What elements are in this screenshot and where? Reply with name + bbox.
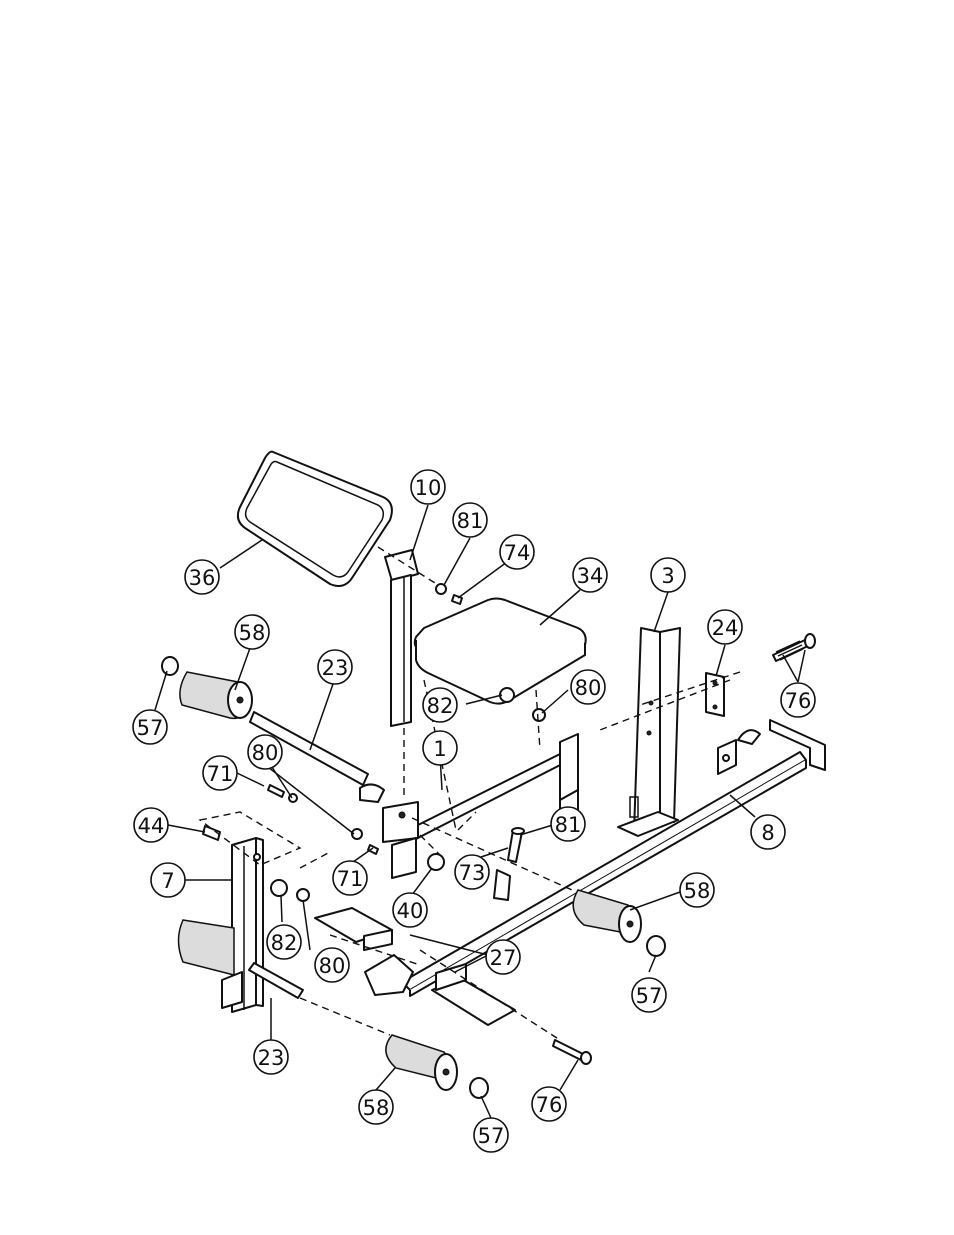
svg-text:36: 36 xyxy=(189,566,216,590)
main-seat-frame xyxy=(382,733,579,879)
arm-pad xyxy=(236,450,393,587)
callout-71: 71 xyxy=(332,860,368,896)
svg-text:74: 74 xyxy=(504,541,531,565)
svg-text:7: 7 xyxy=(161,869,174,893)
svg-text:1: 1 xyxy=(433,737,446,761)
foam-roller-right xyxy=(572,889,666,957)
svg-text:57: 57 xyxy=(478,1124,505,1148)
svg-text:24: 24 xyxy=(712,616,739,640)
callout-23: 23 xyxy=(253,1039,289,1075)
callout-57: 57 xyxy=(132,709,168,745)
callout-81: 81 xyxy=(452,502,488,538)
svg-text:81: 81 xyxy=(555,813,582,837)
foot-plates xyxy=(314,907,516,1026)
callout-74: 74 xyxy=(499,534,535,570)
svg-text:23: 23 xyxy=(258,1046,285,1070)
svg-text:80: 80 xyxy=(252,741,279,765)
callout-34: 34 xyxy=(572,557,608,593)
callout-7: 7 xyxy=(150,862,186,898)
svg-text:73: 73 xyxy=(459,861,486,885)
foam-roller-front-left xyxy=(177,919,235,976)
svg-text:34: 34 xyxy=(577,564,604,588)
upright-post xyxy=(617,627,681,837)
svg-text:58: 58 xyxy=(684,879,711,903)
svg-text:3: 3 xyxy=(661,564,674,588)
callout-58: 58 xyxy=(234,614,270,650)
callout-10: 10 xyxy=(410,469,446,505)
callout-82: 82 xyxy=(266,924,302,960)
svg-text:10: 10 xyxy=(415,476,442,500)
callout-1: 1 xyxy=(422,730,458,766)
callout-36: 36 xyxy=(184,559,220,595)
arm-pad-post xyxy=(384,549,419,727)
svg-text:57: 57 xyxy=(636,984,663,1008)
rear-base-frame xyxy=(401,719,826,997)
callout-40: 40 xyxy=(392,892,428,928)
svg-text:44: 44 xyxy=(138,814,165,838)
callout-82: 82 xyxy=(422,687,458,723)
long-bolt-upper xyxy=(772,633,816,662)
svg-text:82: 82 xyxy=(427,694,454,718)
foam-roller-lower xyxy=(385,1034,489,1099)
callout-80: 80 xyxy=(247,734,283,770)
svg-text:80: 80 xyxy=(575,676,602,700)
callout-57: 57 xyxy=(631,977,667,1013)
svg-text:76: 76 xyxy=(536,1093,563,1117)
svg-text:27: 27 xyxy=(490,946,517,970)
roller-shaft-lower xyxy=(248,962,304,999)
svg-text:76: 76 xyxy=(785,689,812,713)
svg-text:58: 58 xyxy=(363,1096,390,1120)
svg-text:82: 82 xyxy=(271,931,298,955)
svg-text:57: 57 xyxy=(137,716,164,740)
callout-80: 80 xyxy=(314,947,350,983)
svg-text:58: 58 xyxy=(239,621,266,645)
front-upright xyxy=(221,837,264,1013)
callout-76: 76 xyxy=(780,682,816,718)
foam-roller-upper-left xyxy=(161,656,253,720)
callout-3: 3 xyxy=(650,557,686,593)
svg-text:81: 81 xyxy=(457,509,484,533)
svg-text:40: 40 xyxy=(397,899,424,923)
callout-76: 76 xyxy=(531,1086,567,1122)
callout-58: 58 xyxy=(358,1089,394,1125)
bracket-plate xyxy=(705,672,725,717)
callout-80: 80 xyxy=(570,669,606,705)
svg-text:23: 23 xyxy=(322,656,349,680)
svg-text:8: 8 xyxy=(761,821,774,845)
svg-text:71: 71 xyxy=(337,867,364,891)
callout-27: 27 xyxy=(485,939,521,975)
leader-lines xyxy=(154,504,806,1119)
callout-71: 71 xyxy=(202,755,238,791)
callout-44: 44 xyxy=(133,807,169,843)
callout-23: 23 xyxy=(317,649,353,685)
callout-57: 57 xyxy=(473,1117,509,1153)
callout-8: 8 xyxy=(750,814,786,850)
callout-81: 81 xyxy=(550,806,586,842)
roller-shaft-upper xyxy=(249,711,369,786)
callout-73: 73 xyxy=(454,854,490,890)
svg-text:71: 71 xyxy=(207,762,234,786)
callout-58: 58 xyxy=(679,872,715,908)
svg-text:80: 80 xyxy=(319,954,346,978)
callout-24: 24 xyxy=(707,609,743,645)
